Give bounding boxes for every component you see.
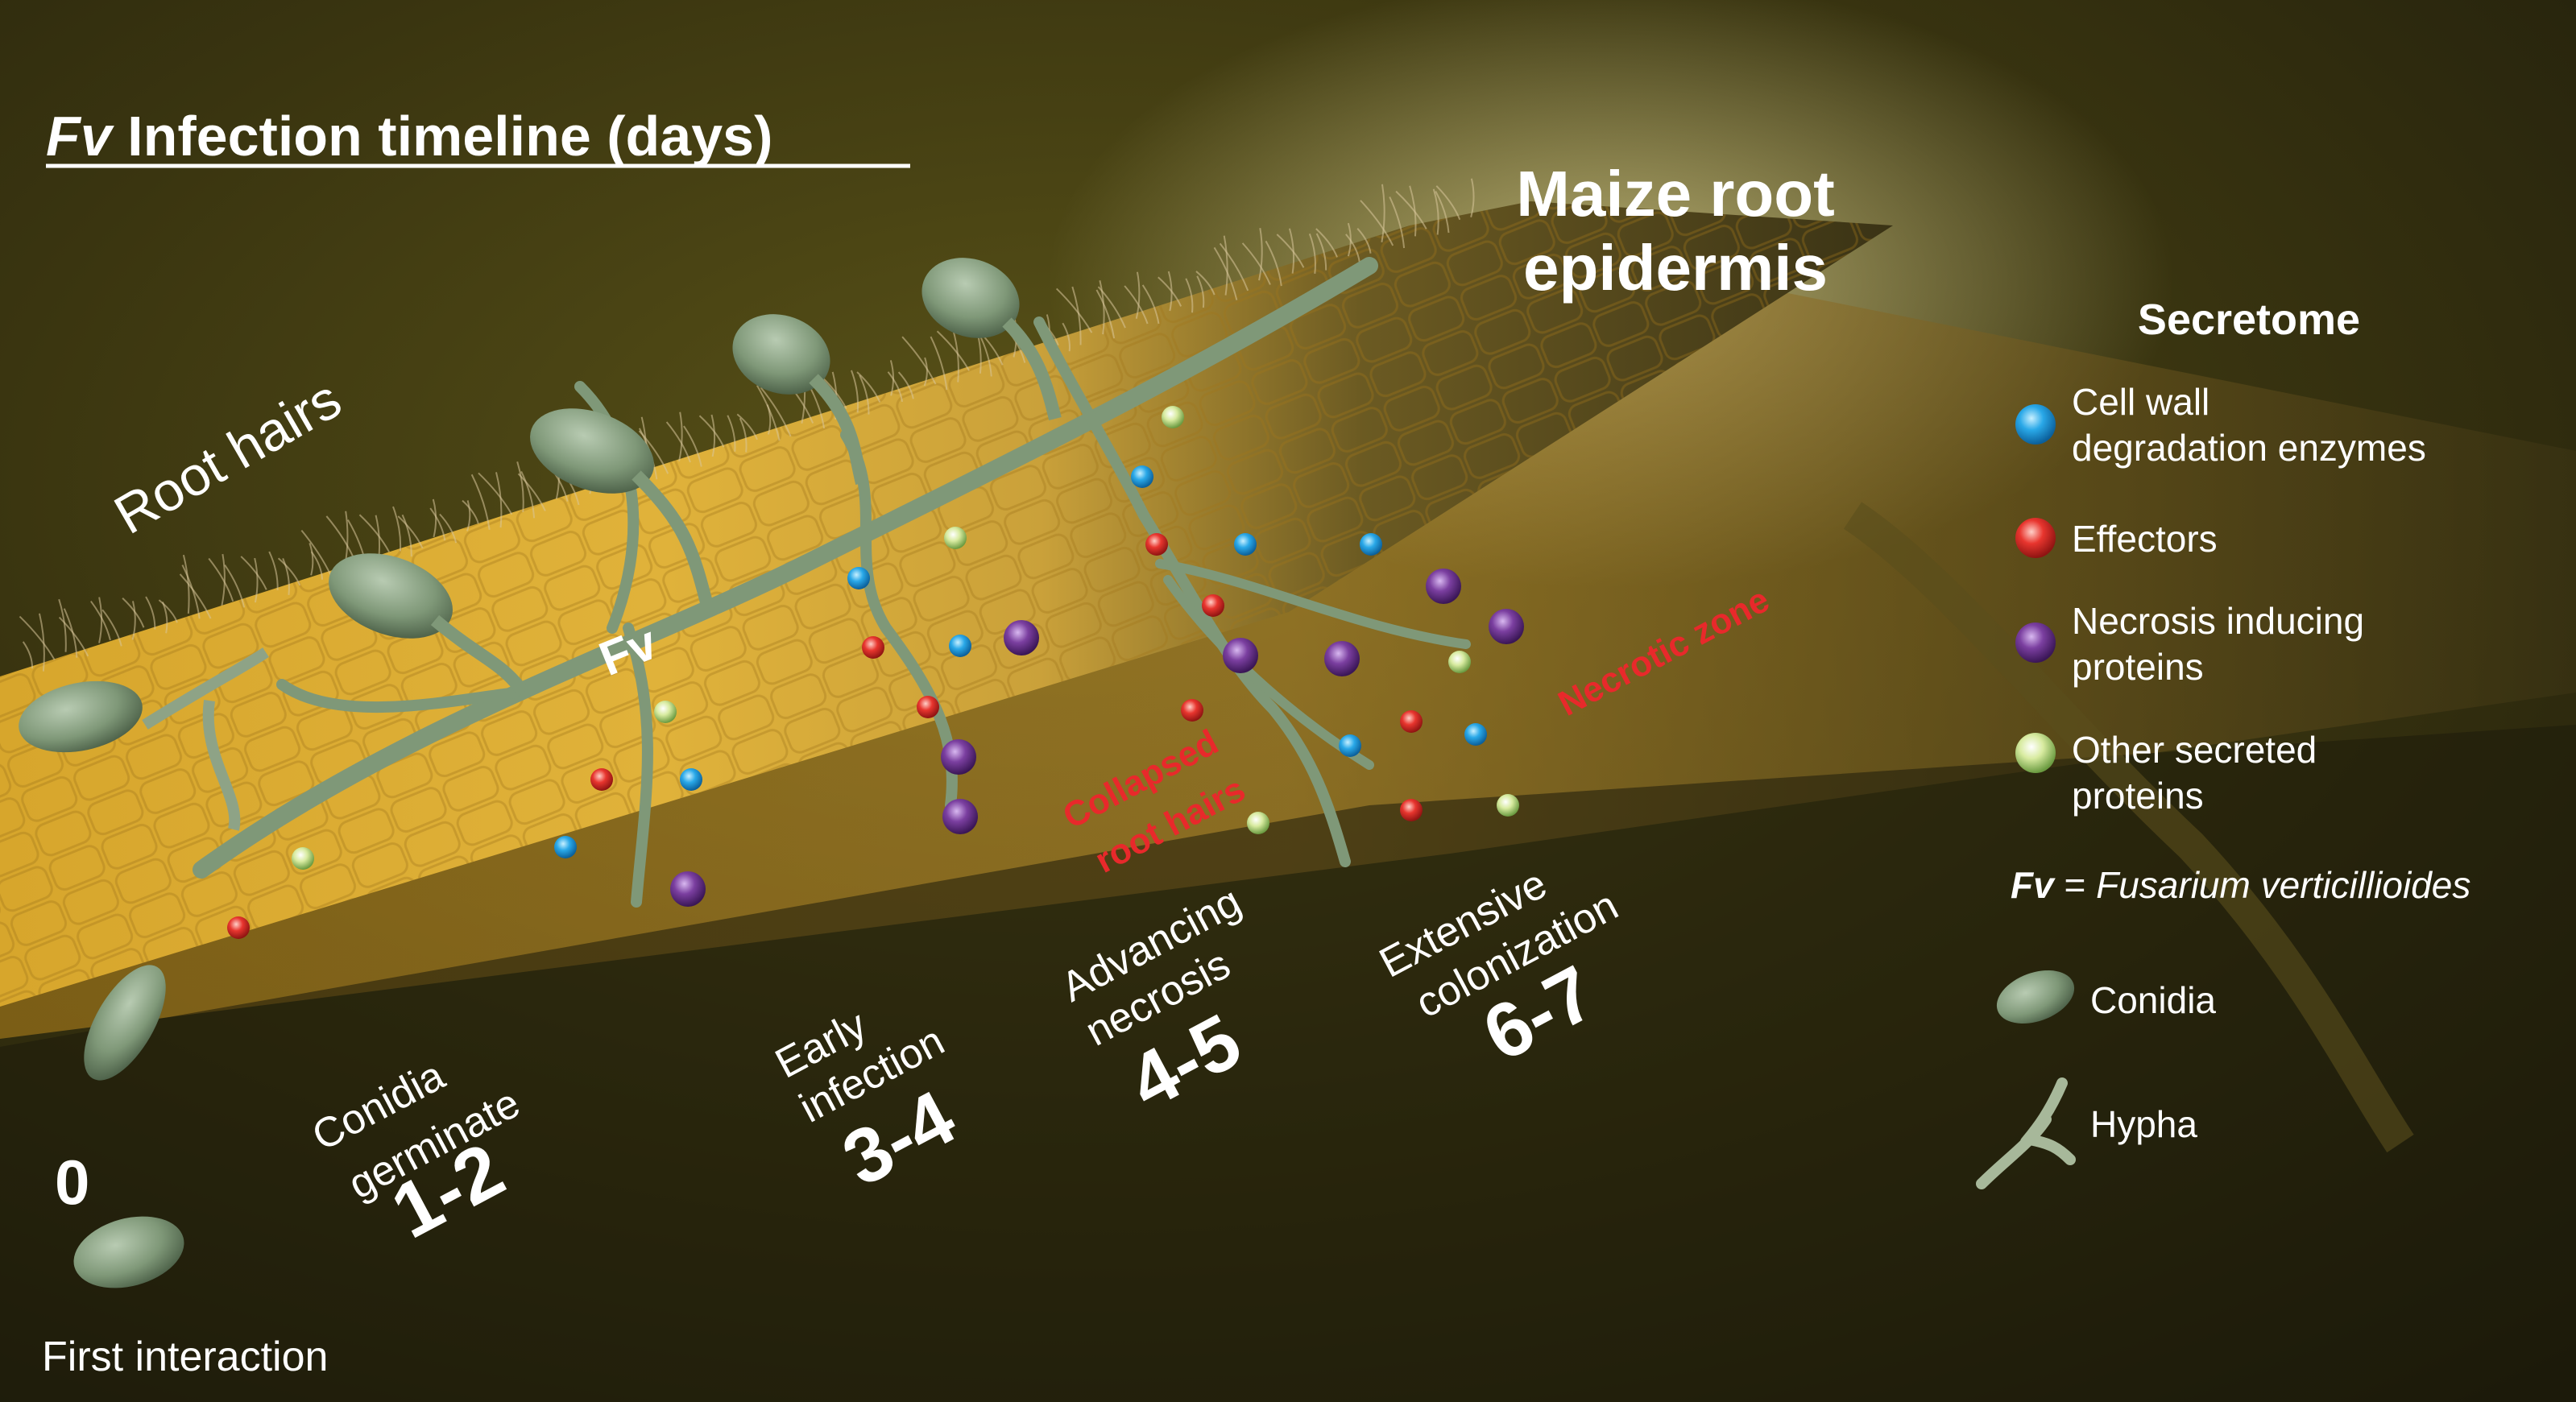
secretome-dot: [1464, 723, 1487, 746]
secretome-dot: [1400, 799, 1423, 821]
legend-dot-cell-wall: [2015, 404, 2056, 445]
page-title: Fv Infection timeline (days): [46, 105, 772, 167]
secretome-dot: [654, 701, 677, 723]
legend-item-2: Effectors: [2072, 518, 2218, 560]
secretome-dot: [1234, 533, 1257, 556]
legend-item-4-line2: proteins: [2072, 775, 2204, 817]
legend-dot-effectors: [2015, 518, 2056, 558]
secretome-dot: [1247, 812, 1269, 834]
secretome-dot: [1162, 406, 1184, 428]
secretome-dot: [1400, 710, 1423, 733]
secretome-dot: [949, 635, 971, 657]
legend-item-3-line1: Necrosis inducing: [2072, 600, 2364, 642]
secretome-dot: [1145, 533, 1168, 556]
secretome-dot: [1131, 465, 1153, 488]
secretome-dot: [1004, 620, 1039, 656]
secretome-dot: [1339, 734, 1361, 757]
secretome-dot: [941, 739, 976, 775]
secretome-dot: [1489, 609, 1524, 644]
legend-title: Secretome: [2138, 296, 2360, 344]
legend-dot-necrosis: [2015, 622, 2056, 663]
secretome-dot: [1223, 638, 1258, 673]
secretome-dot: [1497, 794, 1519, 817]
secretome-dot: [1448, 651, 1471, 673]
legend-conidia-label: Conidia: [2090, 979, 2216, 1021]
secretome-dot: [862, 636, 884, 659]
stage-0-number: 0: [55, 1147, 89, 1218]
secretome-dot: [1181, 699, 1203, 722]
secretome-dot: [944, 527, 967, 549]
secretome-dot: [590, 768, 613, 791]
legend-item-4-line1: Other secreted: [2072, 729, 2317, 771]
legend-item-1-line1: Cell wall: [2072, 381, 2209, 423]
maize-root-label: Maize root: [1516, 158, 1835, 230]
secretome-dot: [1360, 533, 1382, 556]
legend-dot-other: [2015, 733, 2056, 773]
legend-item-1-line2: degradation enzymes: [2072, 427, 2426, 469]
secretome-dot: [680, 768, 702, 791]
legend-item-3-line2: proteins: [2072, 646, 2204, 688]
secretome-dot: [227, 916, 250, 939]
secretome-dot: [1426, 569, 1461, 604]
secretome-dot: [1324, 641, 1360, 676]
secretome-dot: [292, 847, 314, 870]
secretome-dot: [942, 799, 978, 834]
legend-abbreviation: Fv = Fusarium verticillioides: [2011, 864, 2470, 906]
secretome-dot: [1202, 594, 1224, 617]
legend-hypha-label: Hypha: [2090, 1103, 2197, 1145]
epidermis-label: epidermis: [1523, 232, 1828, 304]
secretome-dot: [670, 871, 706, 907]
secretome-dot: [847, 567, 870, 589]
secretome-dot: [554, 836, 577, 858]
secretome-dot: [917, 696, 939, 718]
first-interaction-label: First interaction: [42, 1334, 328, 1380]
